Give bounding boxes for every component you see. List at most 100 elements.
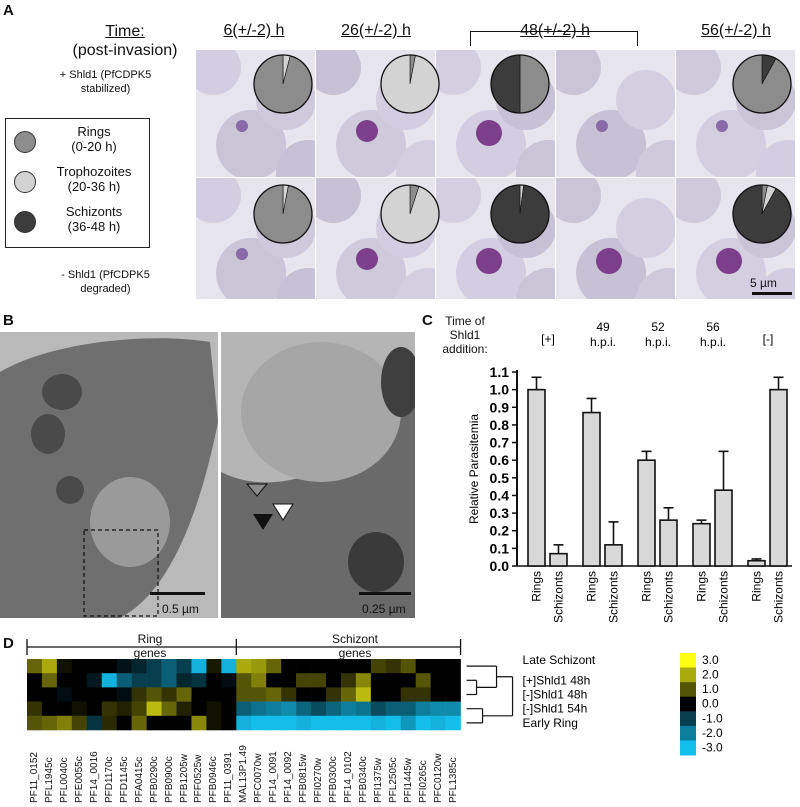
red-blood-cell: [616, 70, 675, 130]
parasite: [596, 248, 622, 274]
parasite: [476, 248, 502, 274]
heatmap-cell: [56, 701, 73, 717]
em-image-right: [221, 332, 415, 618]
y-tick-label: 1.1: [490, 364, 510, 380]
timepoint-bracket: [470, 31, 638, 46]
gene-label: PFC0070w: [253, 753, 265, 803]
white-arrowhead-icon: [272, 503, 294, 521]
heatmap-cell: [146, 659, 162, 674]
gene-label: PF14_0092: [283, 751, 295, 803]
heatmap-cell: [161, 659, 177, 674]
red-blood-cell: [556, 178, 601, 223]
heatmap-cell: [281, 715, 297, 731]
group-header-unit: h.p.i.: [645, 335, 671, 349]
heatmap-cell: [116, 715, 132, 731]
heatmap-cell: [385, 659, 402, 674]
scale-swatch: [680, 696, 696, 712]
heatmap-cell: [296, 659, 312, 674]
scale-tick-label: 0.0: [702, 697, 719, 711]
heatmap-cell: [27, 687, 43, 702]
shld1-addition-label: Time of Shld1 addition:: [430, 314, 500, 356]
heatmap-cell: [236, 659, 252, 674]
category-label: Schizonts: [717, 571, 731, 622]
heatmap-cell: [56, 659, 73, 674]
heatmap-cell: [191, 659, 207, 674]
y-tick-label: 1.0: [490, 382, 510, 398]
addition-line2: Shld1: [449, 328, 481, 342]
y-tick-label: 0.0: [490, 558, 510, 574]
schizonts-range: (36-48 h): [67, 219, 121, 234]
heatmap-cell: [176, 687, 192, 702]
ring-genes-label: Ring genes: [110, 632, 190, 660]
y-tick-label: 0.8: [490, 417, 510, 433]
heatmap-cell: [221, 715, 237, 731]
em-right-svg: [221, 332, 415, 618]
bar-schizonts: [714, 489, 733, 567]
heatmap-cell: [27, 715, 43, 731]
pie-plus-56h: [732, 54, 792, 114]
red-blood-cell: [436, 178, 481, 223]
heatmap-cell: [370, 659, 387, 674]
gene-label: PFC0120w: [432, 753, 444, 803]
heatmap-cell: [236, 687, 252, 702]
schizonts-swatch: [14, 211, 36, 233]
gene-label: PF14_0102: [342, 751, 354, 803]
y-tick-label: 0.9: [490, 399, 510, 415]
heatmap-cell: [370, 715, 387, 731]
heatmap-cell: [41, 715, 58, 731]
heatmap-cell: [355, 715, 372, 731]
heatmap-cell: [251, 659, 267, 674]
category-label: Rings: [640, 571, 654, 602]
red-blood-cell: [616, 198, 675, 258]
heatmap-cell: [296, 687, 312, 702]
scale-swatch: [680, 682, 696, 698]
heatmap-cell: [430, 659, 446, 674]
bar-schizonts: [549, 552, 568, 567]
heatmap-cell: [430, 687, 446, 702]
gene-label: PFD1170c: [103, 756, 115, 803]
heatmap-cell: [86, 701, 103, 717]
group-header: 52: [651, 320, 665, 334]
heatmap-cell: [27, 701, 43, 717]
heatmap-cell: [370, 701, 387, 717]
timepoint-2: 26(+/-2) h: [341, 22, 411, 39]
time-sub-text: (post-invasion): [72, 42, 178, 59]
heatmap-cell: [41, 687, 58, 702]
scale-tick-label: -3.0: [702, 740, 723, 754]
heatmap-cell: [101, 715, 117, 731]
heatmap-cell: [415, 701, 431, 717]
heatmap-cell: [206, 687, 222, 702]
heatmap-cell: [176, 715, 192, 731]
em-left-scale-label: 0.5 µm: [162, 602, 199, 616]
heatmap-cell: [176, 673, 192, 688]
em-right-organelle-2: [348, 532, 404, 592]
parasite: [236, 120, 248, 132]
gene-label: PFI0265c: [417, 760, 429, 803]
category-label: Rings: [750, 571, 764, 602]
timepoint-1: 6(+/-2) h: [223, 22, 285, 39]
scale-tick-label: -2.0: [702, 726, 723, 740]
heatmap-cell: [385, 701, 402, 717]
ring-genes-line2: genes: [133, 646, 167, 660]
heatmap-cell: [266, 673, 282, 688]
heatmap-cell: [206, 659, 222, 674]
trophozoites-legend-text: Trophozoites (20-36 h): [40, 164, 148, 194]
heatmap-cell: [41, 659, 58, 674]
parasite: [596, 120, 608, 132]
category-label: Schizonts: [607, 571, 621, 622]
timepoint-4: 56(+/-2) h: [701, 22, 771, 39]
heatmap-cell: [71, 659, 88, 674]
heatmap-cell: [340, 673, 357, 688]
em-image-left: [0, 332, 218, 618]
red-blood-cell: [436, 50, 481, 95]
heatmap-cell: [445, 687, 461, 702]
gene-label: PF14_0016: [88, 751, 100, 803]
heatmap-cell: [296, 715, 312, 731]
pie-outline: [253, 54, 313, 114]
scale-swatch: [680, 725, 696, 741]
heatmap-cell: [131, 701, 147, 717]
heatmap-cell: [400, 715, 416, 731]
pie-outline: [380, 184, 440, 244]
heatmap-cell: [56, 687, 73, 702]
heatmap-cell: [400, 659, 416, 674]
